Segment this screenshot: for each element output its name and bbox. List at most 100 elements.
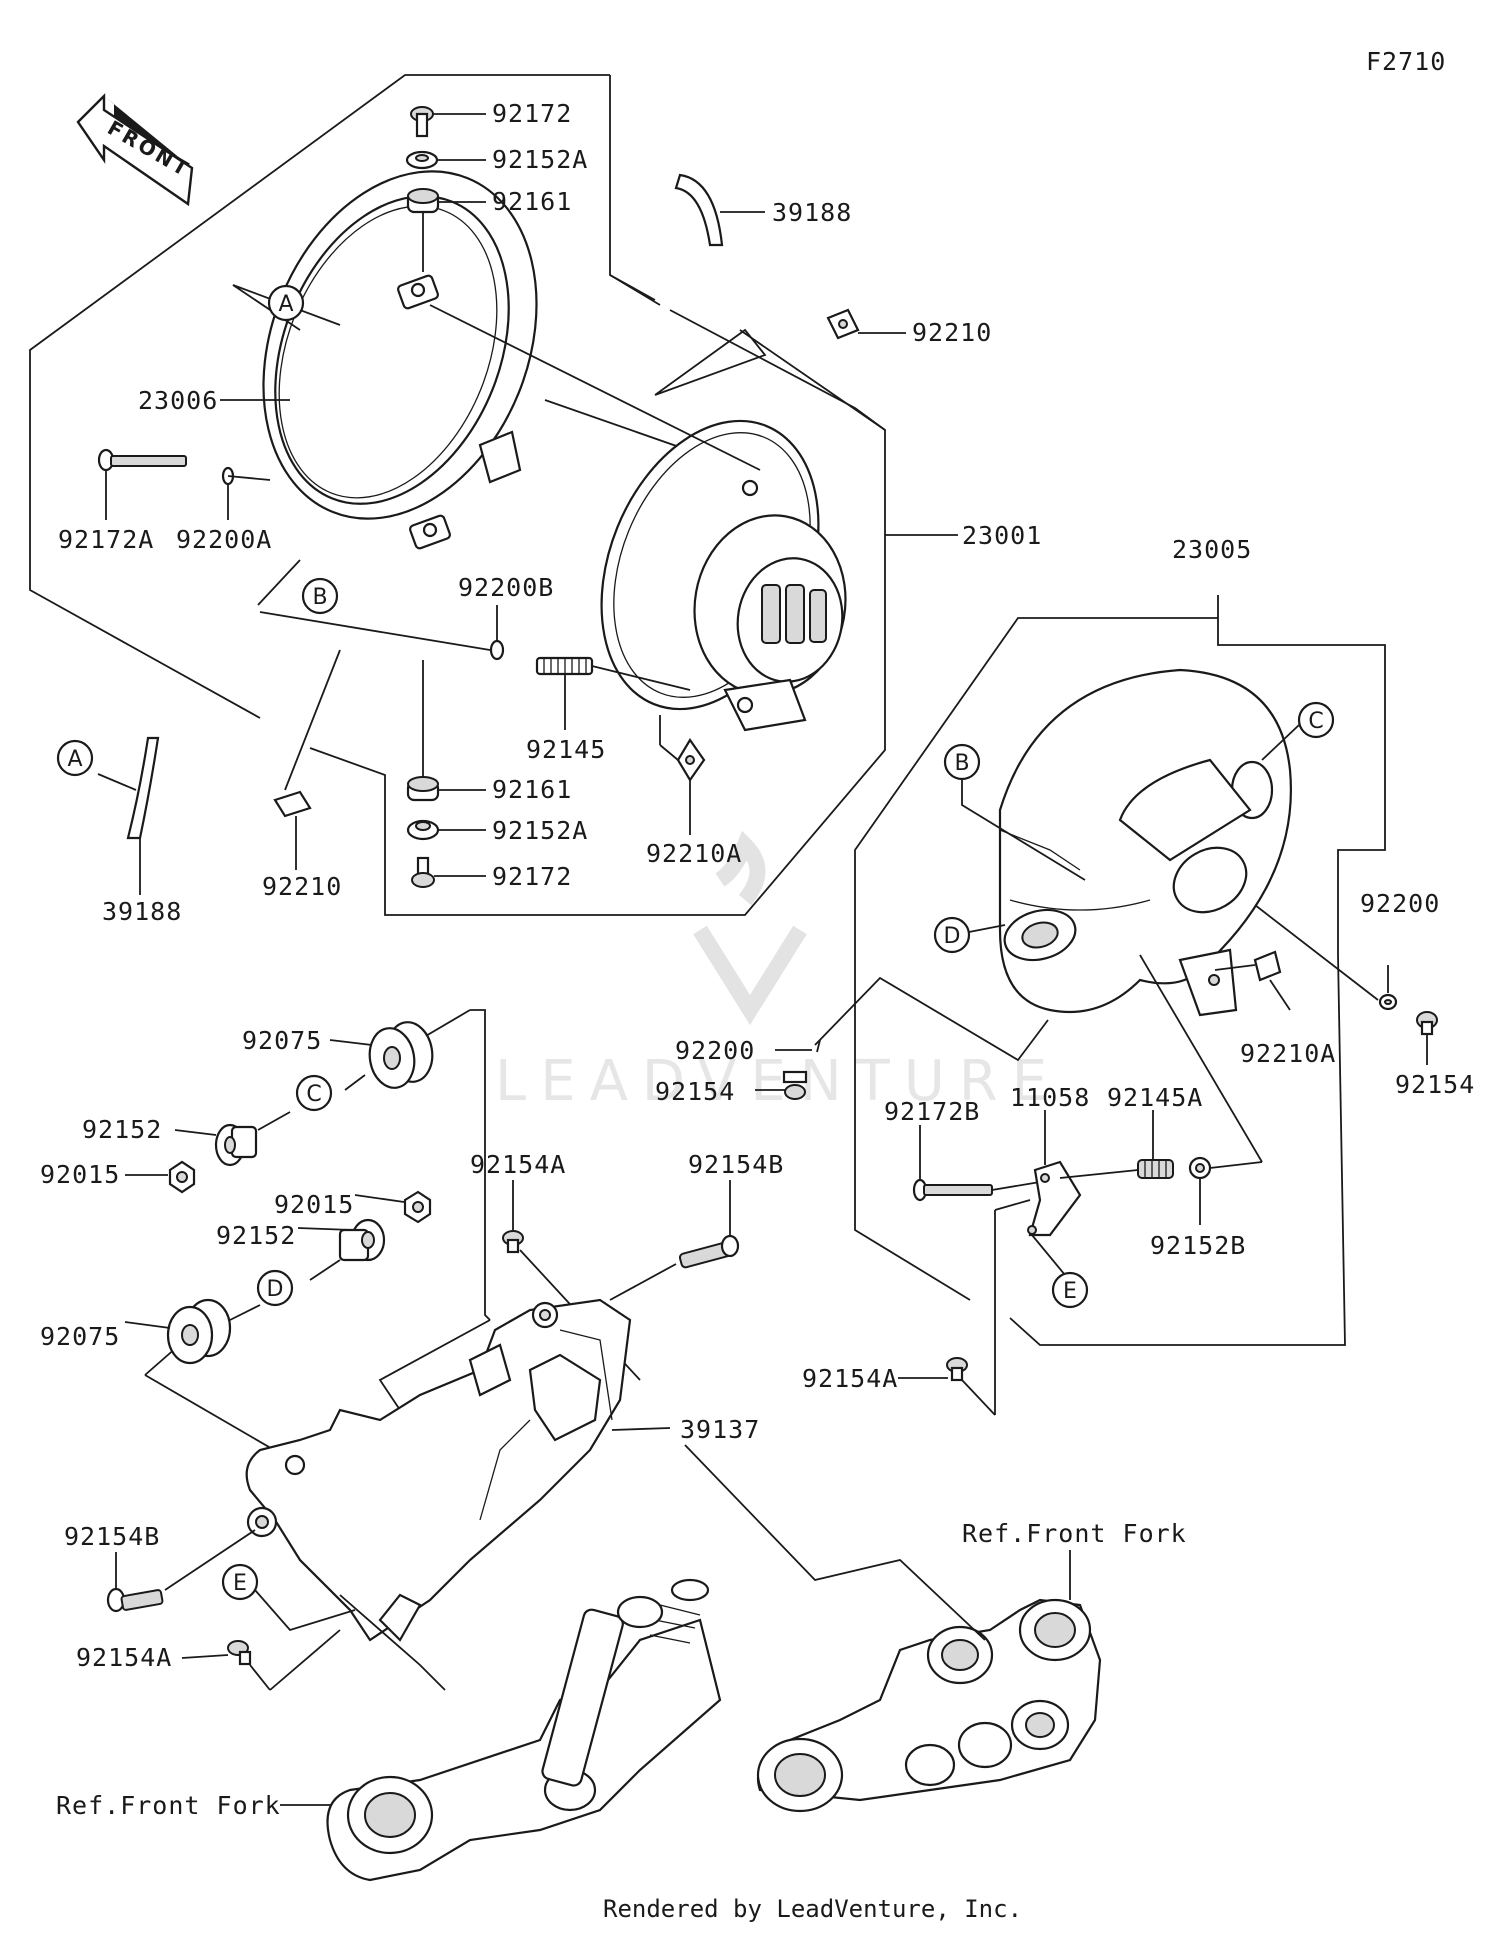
- label-92154B-left: 92154B: [64, 1522, 160, 1551]
- collar-92152-mid: [297, 1218, 386, 1281]
- svg-text:A: A: [67, 747, 82, 772]
- washer-92152A-top: [405, 150, 486, 170]
- callout-A1: A: [267, 284, 305, 322]
- collar-92152-top: [174, 1111, 291, 1167]
- svg-text:B: B: [312, 585, 327, 610]
- watermark-logo-icon: [693, 830, 807, 1026]
- svg-text:A: A: [278, 292, 293, 317]
- footer-credit: Rendered by LeadVenture, Inc.: [603, 1895, 1022, 1923]
- label-92154A-top: 92154A: [470, 1150, 566, 1179]
- fork-bracket-left: [280, 1578, 722, 1882]
- watermark: LEADVENTURE: [495, 1049, 1061, 1114]
- screw-92154-right: [1416, 1011, 1438, 1065]
- label-ref-front-fork-right: Ref.Front Fork: [962, 1519, 1187, 1548]
- label-92200A: 92200A: [176, 525, 272, 554]
- headlight-case-frame: [814, 595, 1386, 1346]
- washer-92152B: [1139, 954, 1263, 1225]
- washer-92152A-bot: [406, 819, 486, 841]
- callout-E2: E: [221, 1563, 259, 1601]
- callout-B2: B: [943, 743, 1086, 881]
- label-92172B: 92172B: [884, 1097, 980, 1126]
- label-23006: 23006: [138, 386, 218, 415]
- figure-code: F2710: [1366, 47, 1446, 76]
- label-92154B-top: 92154B: [688, 1150, 784, 1179]
- label-39188-bot: 39188: [102, 897, 182, 926]
- screw-92172-bot: [411, 856, 486, 888]
- damper-92075-top: [329, 1021, 434, 1091]
- callout-A2: A: [56, 739, 94, 777]
- grommet-92161-top: [406, 188, 486, 272]
- label-92210-top: 92210: [912, 318, 992, 347]
- label-92154A-right: 92154A: [802, 1364, 898, 1393]
- screw-92154-mid: [755, 1070, 808, 1100]
- callout-C1: C: [1261, 701, 1335, 761]
- headlight-stay-39137: [245, 1298, 671, 1642]
- tape-39188-top: [674, 173, 765, 247]
- label-92145A: 92145A: [1107, 1083, 1203, 1112]
- label-92200B: 92200B: [458, 573, 554, 602]
- label-92154-mid: 92154: [655, 1077, 735, 1106]
- label-92172-bot: 92172: [492, 862, 572, 891]
- damper-92075-bot: [124, 1298, 261, 1365]
- spring-92145A: [1059, 1110, 1174, 1179]
- bolt-92154B-left: [106, 1529, 256, 1613]
- washer-92200A: [221, 466, 271, 520]
- washer-92200-right: [1254, 904, 1398, 1011]
- bolt-92154B-top: [609, 1180, 740, 1301]
- label-92200-mid: 92200: [675, 1036, 755, 1065]
- label-92172A: 92172A: [58, 525, 154, 554]
- label-39137: 39137: [680, 1415, 760, 1444]
- label-92172-top: 92172: [492, 99, 572, 128]
- label-92154A-left: 92154A: [76, 1643, 172, 1672]
- svg-text:B: B: [954, 751, 969, 776]
- label-92152A-top: 92152A: [492, 145, 588, 174]
- callout-E1: E: [1051, 1271, 1089, 1309]
- nut-92210-top: [826, 308, 906, 340]
- bolt-92172A: [97, 448, 187, 520]
- label-11058: 11058: [1010, 1083, 1090, 1112]
- label-23005: 23005: [1172, 535, 1252, 564]
- tape-39188-bot: [97, 736, 160, 895]
- screw-92172-top: [410, 106, 486, 138]
- nut-92015-right: [354, 1190, 432, 1224]
- label-92075-top: 92075: [242, 1026, 322, 1055]
- label-92210A-right: 92210A: [1240, 1039, 1336, 1068]
- headlight-unit: [600, 419, 847, 732]
- label-92152-top: 92152: [82, 1115, 162, 1144]
- svg-text:E: E: [233, 1571, 247, 1596]
- label-92145: 92145: [526, 735, 606, 764]
- label-92015-left: 92015: [40, 1160, 120, 1189]
- clip-92210-bot: [273, 649, 341, 870]
- label-92200-right: 92200: [1360, 889, 1440, 918]
- label-ref-front-fork-left: Ref.Front Fork: [56, 1791, 281, 1820]
- svg-text:E: E: [1063, 1279, 1077, 1304]
- label-92210A-left: 92210A: [646, 839, 742, 868]
- callout-D2: D: [256, 1269, 294, 1307]
- fork-bracket-right: [684, 1444, 1102, 1813]
- grommet-92161-bot: [406, 660, 486, 802]
- screw-92154A-left: [181, 1589, 356, 1691]
- nut-92210A-left: [659, 715, 706, 835]
- headlight-case-23005: [998, 668, 1292, 1017]
- svg-text:C: C: [1308, 709, 1323, 734]
- callout-D1: D: [933, 916, 1006, 954]
- spring-92145: [535, 656, 691, 730]
- nut-92015-left: [125, 1160, 196, 1194]
- washer-92200-mid: [775, 1039, 821, 1053]
- label-92152B: 92152B: [1150, 1231, 1246, 1260]
- front-arrow-icon: FRONT: [76, 93, 198, 207]
- washer-92200B: [259, 605, 505, 661]
- svg-text:C: C: [306, 1082, 321, 1107]
- bolt-92172B: [912, 1125, 1041, 1202]
- bracket-11058: [1027, 1110, 1082, 1276]
- nut-92210A-right: [1214, 950, 1291, 1011]
- label-92152-mid: 92152: [216, 1221, 296, 1250]
- label-92154-right: 92154: [1395, 1070, 1475, 1099]
- headlight-rim-23006: [262, 170, 538, 550]
- screw-92154A-right: [898, 1199, 1031, 1416]
- callout-B1: B: [301, 577, 339, 615]
- svg-text:D: D: [267, 1277, 284, 1302]
- label-92210-bot: 92210: [262, 872, 342, 901]
- callout-C2: C: [295, 1074, 333, 1112]
